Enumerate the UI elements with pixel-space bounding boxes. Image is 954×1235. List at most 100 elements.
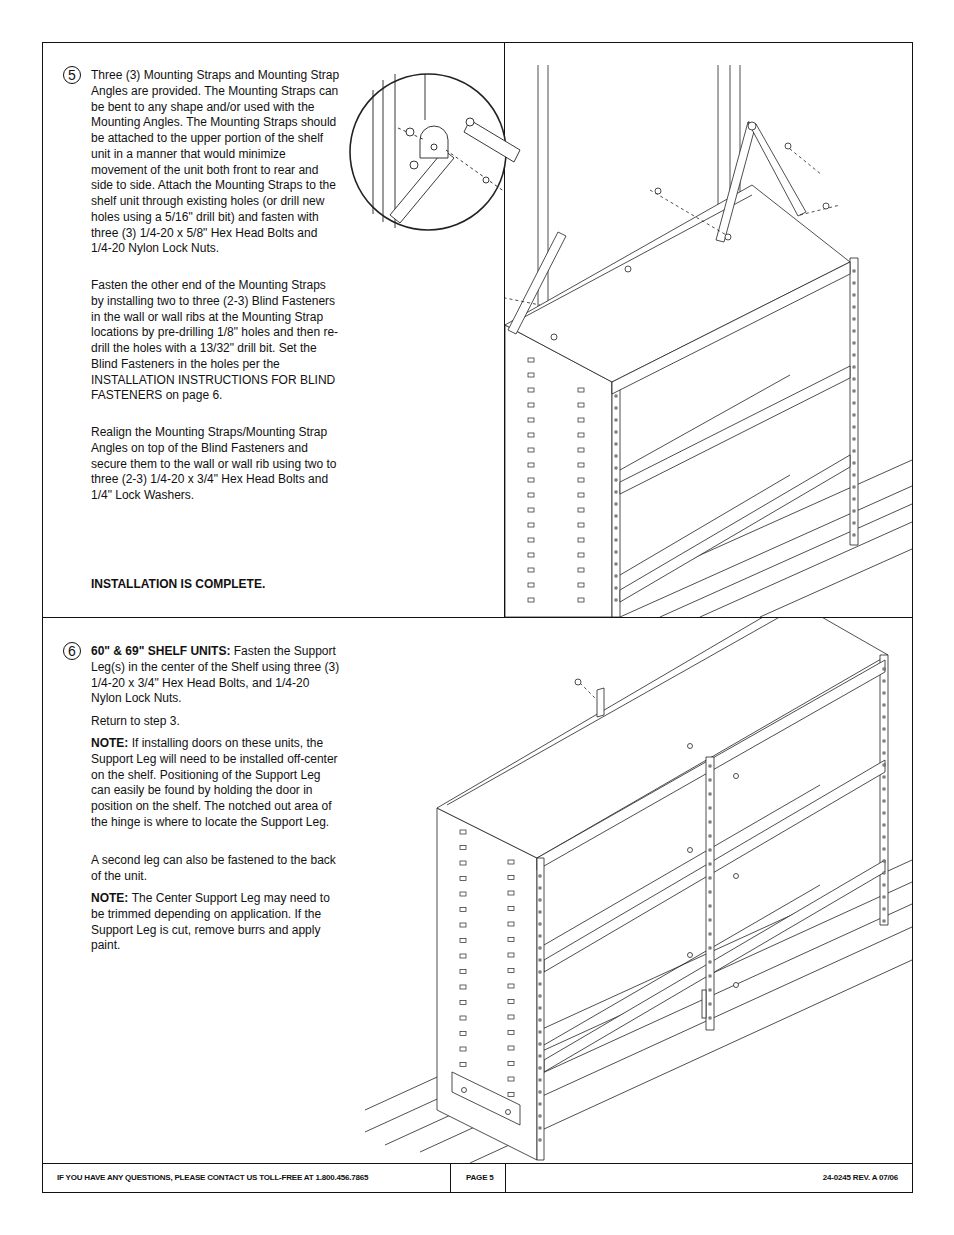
panel-hole xyxy=(615,539,617,541)
panel-hole xyxy=(528,598,534,602)
panel-hole xyxy=(578,403,584,407)
bold-heading: NOTE: xyxy=(91,891,128,905)
panel-hole xyxy=(508,922,514,926)
panel-hole xyxy=(883,908,885,910)
panel-hole xyxy=(578,598,584,602)
panel-hole xyxy=(528,358,534,362)
instruction-paragraph: Fasten the other end of the Mounting Str… xyxy=(91,278,341,404)
panel-hole xyxy=(709,807,711,809)
panel-hole xyxy=(460,830,466,834)
panel-hole xyxy=(615,599,617,601)
panel-hole xyxy=(853,342,855,344)
panel-hole xyxy=(853,354,855,356)
panel-hole xyxy=(709,919,711,921)
panel-hole xyxy=(883,752,885,754)
panel-hole xyxy=(853,414,855,416)
panel-hole xyxy=(528,463,534,467)
panel-hole xyxy=(853,366,855,368)
panel-hole xyxy=(615,419,617,421)
panel-hole xyxy=(853,534,855,536)
panel-hole xyxy=(615,527,617,529)
panel-hole xyxy=(539,1139,541,1141)
panel-hole xyxy=(528,448,534,452)
panel-hole xyxy=(883,884,885,886)
panel-hole xyxy=(528,523,534,527)
panel-hole xyxy=(853,462,855,464)
panel-hole xyxy=(709,891,711,893)
panel-hole xyxy=(709,989,711,991)
panel-hole xyxy=(853,282,855,284)
panel-hole xyxy=(853,510,855,512)
panel-hole xyxy=(578,583,584,587)
instruction-paragraph: Realign the Mounting Straps/Mounting Str… xyxy=(91,425,341,504)
panel-hole xyxy=(460,985,466,989)
panel-hole xyxy=(853,330,855,332)
panel-hole xyxy=(853,378,855,380)
panel-hole xyxy=(528,418,534,422)
panel-hole xyxy=(460,970,466,974)
panel-hole xyxy=(883,776,885,778)
panel-hole xyxy=(508,1077,514,1081)
instruction-text: Three (3) Mounting Straps and Mounting S… xyxy=(91,68,339,255)
step-number: 6 xyxy=(63,642,81,660)
panel-hole xyxy=(615,563,617,565)
instruction-paragraph: Three (3) Mounting Straps and Mounting S… xyxy=(91,68,341,257)
instruction-paragraph: 60" & 69" SHELF UNITS:Fasten the Support… xyxy=(91,644,341,707)
panel-hole xyxy=(460,923,466,927)
panel-hole xyxy=(539,1031,541,1033)
panel-hole xyxy=(508,891,514,895)
panel-hole xyxy=(528,538,534,542)
panel-hole xyxy=(853,498,855,500)
panel-hole xyxy=(853,438,855,440)
panel-hole xyxy=(709,821,711,823)
panel-hole xyxy=(853,474,855,476)
panel-hole xyxy=(853,270,855,272)
panel-hole xyxy=(883,692,885,694)
panel-hole xyxy=(709,975,711,977)
panel-hole xyxy=(709,933,711,935)
panel-hole xyxy=(528,568,534,572)
panel-hole xyxy=(539,923,541,925)
panel-hole xyxy=(615,515,617,517)
panel-hole xyxy=(709,849,711,851)
panel-hole xyxy=(539,995,541,997)
panel-hole xyxy=(508,1031,514,1035)
panel-hole xyxy=(883,860,885,862)
instruction-paragraph: Return to step 3. xyxy=(91,714,341,730)
panel-hole xyxy=(528,493,534,497)
step-number-text: 6 xyxy=(68,644,76,658)
panel-hole xyxy=(883,848,885,850)
panel-hole xyxy=(615,455,617,457)
panel-hole xyxy=(508,1093,514,1097)
panel-hole xyxy=(460,908,466,912)
panel-hole xyxy=(578,418,584,422)
panel-hole xyxy=(460,892,466,896)
panel-hole xyxy=(709,765,711,767)
panel-hole xyxy=(539,935,541,937)
panel-hole xyxy=(615,395,617,397)
panel-hole xyxy=(578,553,584,557)
panel-hole xyxy=(615,431,617,433)
panel-hole xyxy=(539,911,541,913)
panel-hole xyxy=(528,433,534,437)
panel-hole xyxy=(883,812,885,814)
panel-hole xyxy=(539,959,541,961)
panel-hole xyxy=(853,390,855,392)
panel-hole xyxy=(539,1055,541,1057)
panel-hole xyxy=(539,1043,541,1045)
panel-hole xyxy=(883,704,885,706)
panel-hole xyxy=(539,875,541,877)
panel-hole xyxy=(709,835,711,837)
instruction-paragraph: INSTALLATION IS COMPLETE. xyxy=(91,577,341,593)
panel-hole xyxy=(615,491,617,493)
panel-hole xyxy=(539,947,541,949)
panel-hole xyxy=(578,493,584,497)
panel-hole xyxy=(508,860,514,864)
panel-hole xyxy=(460,954,466,958)
panel-hole xyxy=(460,1032,466,1036)
instruction-text: A second leg can also be fastened to the… xyxy=(91,853,336,883)
bold-heading: INSTALLATION IS COMPLETE. xyxy=(91,577,265,591)
panel-hole xyxy=(615,443,617,445)
panel-hole xyxy=(539,1115,541,1117)
footer-text: 24-0245 REV. A 07/06 xyxy=(823,1173,898,1182)
